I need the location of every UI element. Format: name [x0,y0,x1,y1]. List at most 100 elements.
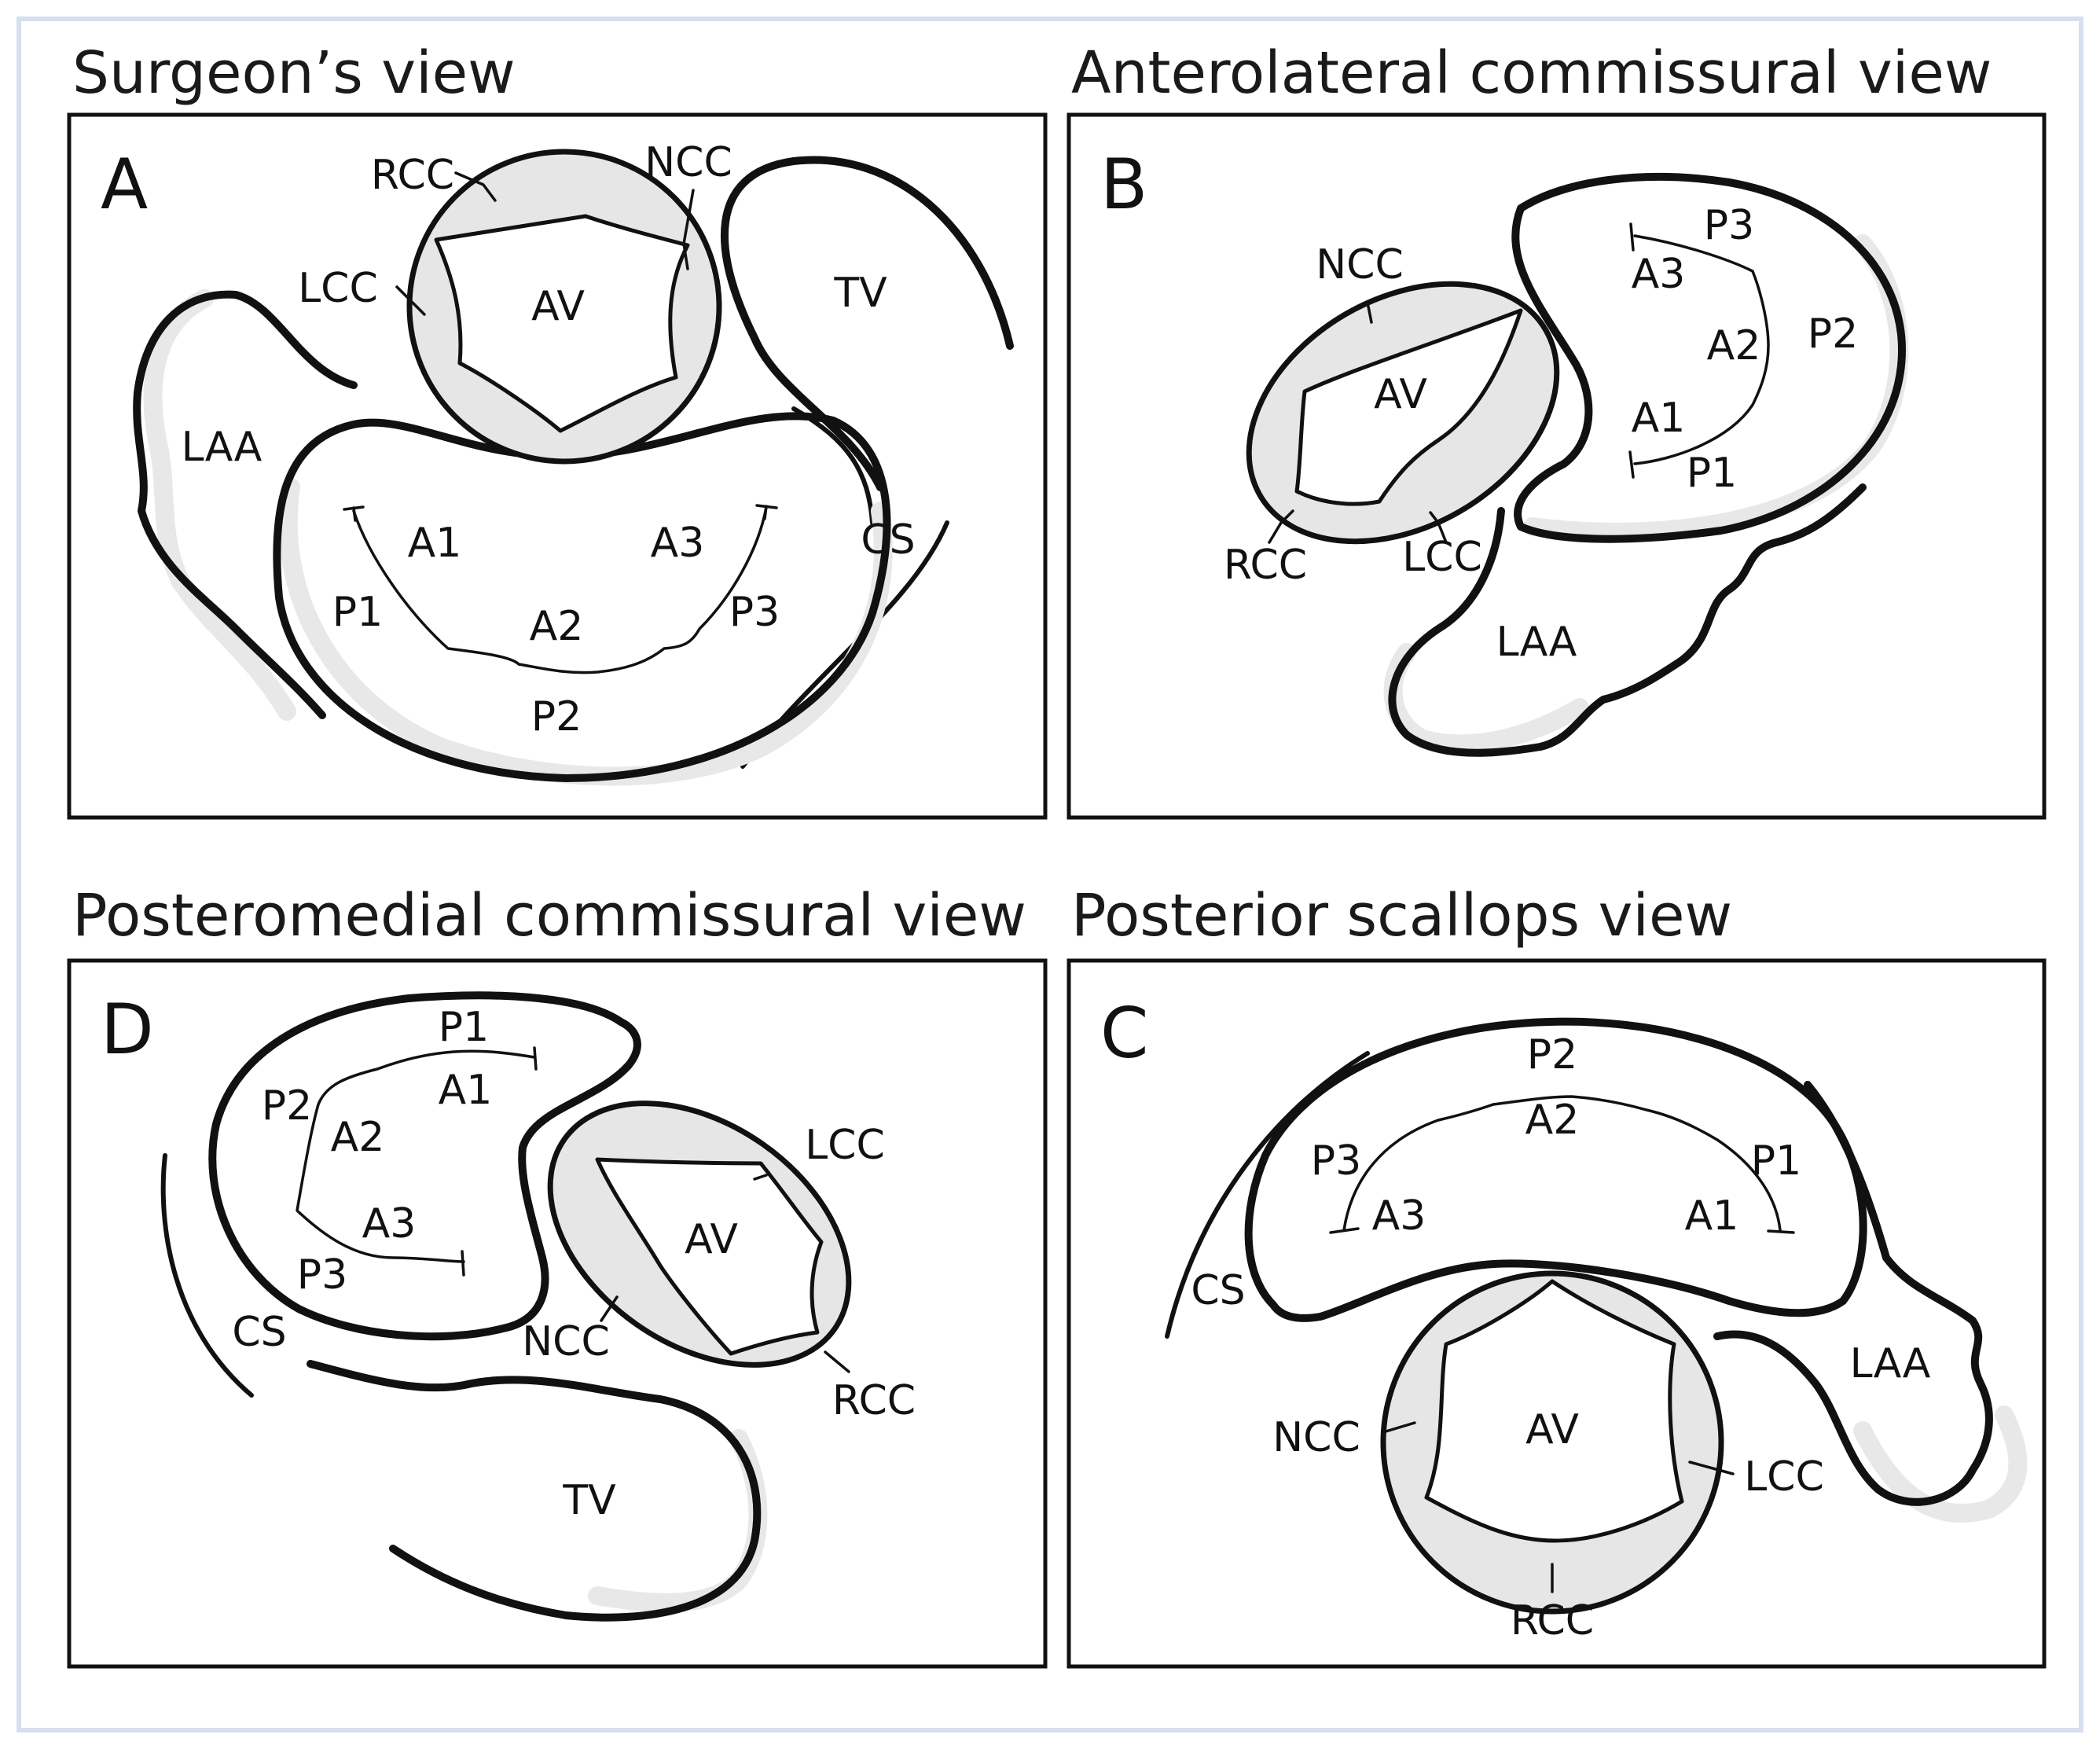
mitral-annulus-b-outline [1511,172,1906,543]
coaptation-line-d [296,1049,536,1263]
panel-d-title: Posteromedial commissural view [72,882,1026,950]
ncc-b-leader [1366,301,1373,324]
label-d-av: AV [685,1216,738,1263]
label-d-rcc: RCC [832,1377,916,1424]
coaptation-line-c [1342,1095,1782,1232]
label-d-cs: CS [232,1309,286,1356]
aortic-valve-orifice [434,214,690,433]
aortic-valve-d-orifice [595,1157,824,1356]
commissure-b-top-tick [1629,222,1635,252]
lcc-b-leader [1429,511,1448,544]
label-b-p1: P1 [1687,450,1737,497]
label-c-a1: A1 [1685,1192,1739,1240]
label-b-p3: P3 [1704,202,1754,249]
rcc-d-leader [824,1350,850,1373]
laa-c-shade [1853,1405,2028,1523]
label-c-a3: A3 [1372,1192,1426,1240]
left-atrial-appendage-outline [133,290,358,719]
label-laa: LAA [182,424,262,471]
label-c-p2: P2 [1527,1031,1577,1078]
label-c-p3: P3 [1311,1137,1361,1185]
rcc-b-leader [1268,509,1294,544]
label-d-a1: A1 [439,1067,493,1114]
ncc-d-leader [600,1295,619,1322]
panel-c-letter: C [1100,993,1148,1074]
aortic-valve-b-orifice [1294,308,1523,506]
panel-c-title: Posterior scallops view [1071,882,1732,950]
label-p1: P1 [332,589,383,636]
panel-d-letter: D [101,989,154,1070]
panel-a-title: Surgeon’s view [72,39,516,107]
coronary-sinus-d-outline [160,1153,254,1398]
commissure-b-bottom-tick [1628,450,1635,479]
label-tv: TV [833,270,887,317]
label-b-a3: A3 [1632,251,1686,298]
panel-a: Surgeon’s view A RCC NCC LCC AV TV LAA C… [67,39,1048,820]
label-b-av: AV [1374,371,1427,418]
panel-b: Anterolateral commissural view B NCC AV … [1067,39,2047,820]
ncc-c-leader [1382,1421,1416,1434]
laa-b-outline [1388,483,1867,757]
label-c-cs: CS [1191,1267,1245,1314]
label-b-p2: P2 [1808,310,1858,358]
label-p2: P2 [531,693,582,740]
label-lcc: LCC [298,265,378,312]
panel-a-letter: A [101,144,148,225]
label-rcc: RCC [371,152,454,199]
label-a1: A1 [408,520,462,567]
label-b-ncc: NCC [1316,241,1404,288]
label-d-a3: A3 [362,1200,417,1247]
label-b-a2: A2 [1707,322,1761,369]
panel-d-box [67,958,1048,1669]
label-b-lcc: LCC [1402,534,1482,581]
label-d-a2: A2 [331,1114,385,1161]
label-cs: CS [861,516,915,564]
commissure-d-bottom-tick [461,1250,465,1277]
label-d-p1: P1 [439,1004,489,1051]
label-d-p2: P2 [262,1082,312,1130]
label-c-a2: A2 [1525,1097,1580,1144]
lcc-leader [395,285,426,316]
label-b-a1: A1 [1632,395,1686,442]
commissure-c-left-tick [1329,1227,1360,1234]
lcc-d-leader [753,1174,768,1181]
label-d-lcc: LCC [805,1122,885,1169]
coaptation-line [352,505,768,674]
label-ncc: NCC [644,139,732,186]
mitral-annulus-c-outline [1244,1017,1867,1322]
commissure-c-right-tick [1767,1229,1795,1234]
label-b-laa: LAA [1496,619,1577,666]
tricuspid-valve-d-outline [307,1360,762,1622]
panel-c: Posterior scallops view C P2 A2 P3 A3 P1… [1067,882,2047,1669]
coronary-sinus-c-outline [1165,1051,1370,1339]
laa-c-outline [1713,1081,1993,1506]
label-b-rcc: RCC [1224,542,1307,589]
label-av: AV [531,283,585,330]
aortic-valve-c-orifice [1424,1279,1684,1543]
panel-d: Posteromedial commissural view D P1 A1 P… [67,882,1048,1669]
mitral-annulus-d-outline [208,991,641,1341]
label-a2: A2 [530,603,584,650]
commissure-d-top-tick [533,1046,538,1071]
label-d-ncc: NCC [522,1318,610,1365]
label-d-tv: TV [562,1477,616,1524]
label-a3: A3 [651,520,705,567]
rcc-leader [454,171,497,202]
label-c-lcc: LCC [1744,1453,1824,1501]
label-c-laa: LAA [1850,1340,1931,1387]
label-c-rcc: RCC [1511,1597,1594,1644]
label-c-p1: P1 [1751,1137,1801,1185]
label-c-av: AV [1525,1406,1579,1453]
left-atrial-appendage-shade [143,289,296,721]
label-d-p3: P3 [297,1251,347,1299]
ncc-leader [682,189,695,270]
label-p3: P3 [729,589,780,636]
panel-b-title: Anterolateral commissural view [1071,39,1992,107]
commissure-left-tick [343,505,365,522]
label-c-ncc: NCC [1272,1414,1360,1461]
lcc-c-leader [1688,1461,1735,1475]
panel-b-letter: B [1100,144,1147,225]
tricuspid-valve-outline [720,156,1014,491]
coaptation-line-b [1633,234,1770,465]
